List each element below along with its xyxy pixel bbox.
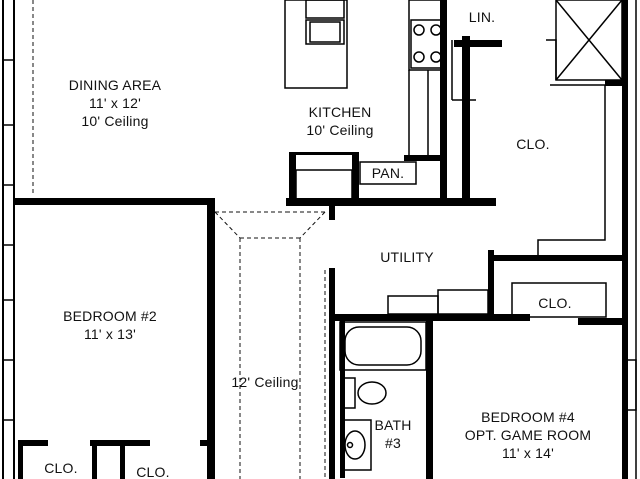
- kitchen-name: KITCHEN: [308, 104, 372, 120]
- bathtub: [339, 321, 427, 371]
- closet-master-name: CLO.: [516, 136, 550, 152]
- closet-bed2-right-name: CLO.: [136, 464, 170, 479]
- linen-label: LIN.: [462, 8, 502, 26]
- dining-ceiling: 10' Ceiling: [81, 113, 149, 129]
- bath3-number: #3: [385, 435, 401, 451]
- bath3-name: BATH: [374, 417, 412, 433]
- bedroom4-size: 11' x 14': [501, 445, 555, 461]
- utility-name: UTILITY: [380, 249, 434, 265]
- kitchen-island: [284, 0, 348, 89]
- cooktop: [408, 0, 446, 71]
- bedroom4-label: BEDROOM #4 OPT. GAME ROOM 11' x 14': [448, 408, 608, 462]
- dining-label: DINING AREA 11' x 12' 10' Ceiling: [55, 76, 175, 130]
- bedroom4-subtitle: OPT. GAME ROOM: [464, 427, 592, 443]
- toilet: [342, 377, 387, 409]
- kitchen-label: KITCHEN 10' Ceiling: [280, 103, 400, 139]
- linen-name: LIN.: [468, 9, 496, 25]
- exterior-wall-right: [625, 0, 637, 479]
- hall-ceiling: 12' Ceiling: [231, 374, 299, 390]
- kitchen-ceiling: 10' Ceiling: [306, 122, 374, 138]
- dining-name: DINING AREA: [68, 77, 162, 93]
- closet-bed2-right-label: CLO.: [128, 463, 178, 479]
- kitchen-counters: [295, 40, 476, 201]
- utility-label: UTILITY: [368, 248, 446, 266]
- closet-master-outline: [537, 0, 623, 255]
- closet-bed4-outline: [511, 282, 607, 318]
- hall-label: 12' Ceiling: [220, 373, 310, 391]
- utility-shelves: [387, 289, 489, 315]
- bath-sink: [342, 419, 372, 471]
- pantry-label: PAN.: [362, 164, 414, 182]
- hall-ceiling-dashed: [214, 211, 326, 479]
- closet-bed4-label: CLO.: [528, 294, 582, 312]
- bedroom2-size: 11' x 13': [83, 326, 137, 342]
- closet-master-label: CLO.: [506, 135, 560, 153]
- pantry-name: PAN.: [371, 165, 405, 181]
- closet-bed2-left-name: CLO.: [44, 460, 78, 476]
- interior-walls: [14, 0, 628, 479]
- closet-bed4-name: CLO.: [538, 295, 572, 311]
- bath3-label: BATH #3: [370, 416, 416, 452]
- bedroom4-name: BEDROOM #4: [481, 409, 575, 425]
- dining-size: 11' x 12': [88, 95, 142, 111]
- bedroom2-label: BEDROOM #2 11' x 13': [50, 307, 170, 343]
- closet-bed2-left-label: CLO.: [36, 459, 86, 477]
- bedroom2-name: BEDROOM #2: [63, 308, 157, 324]
- exterior-wall-left: [2, 0, 15, 479]
